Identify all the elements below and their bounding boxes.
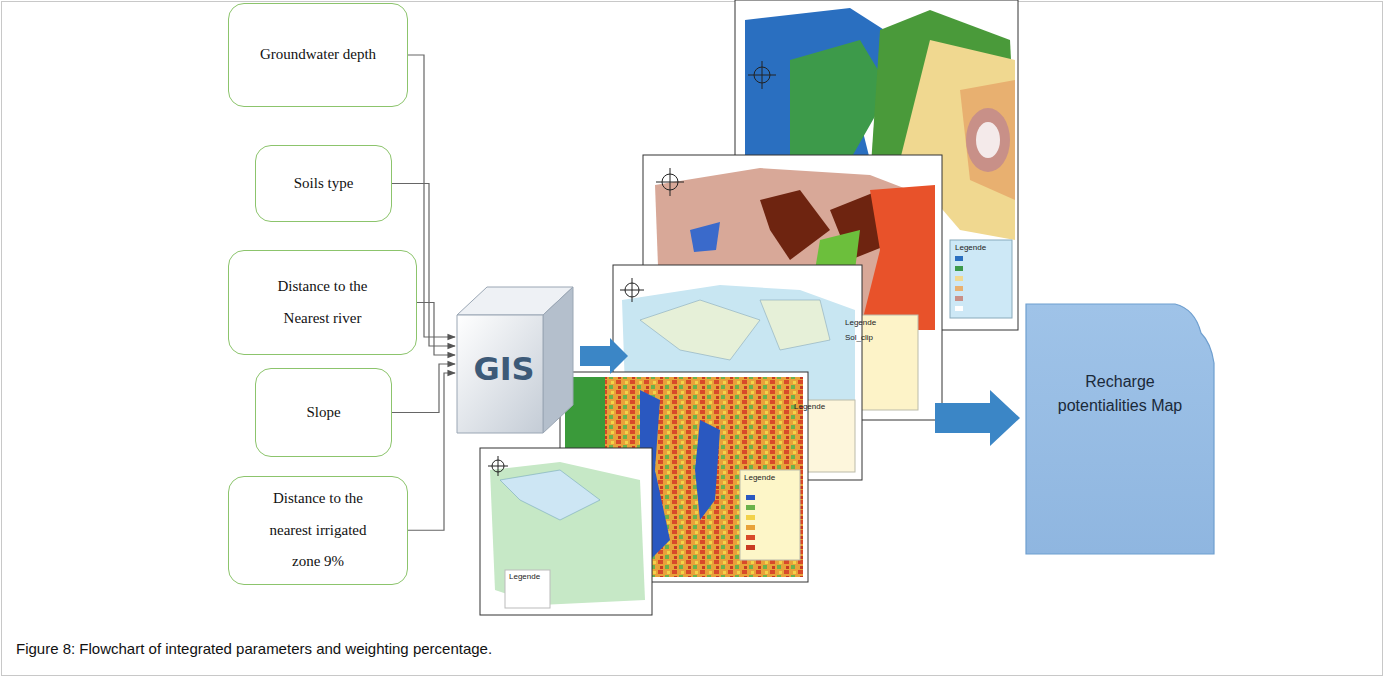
connector-arrow (417, 303, 455, 356)
parameter-label: Groundwater depth (260, 39, 376, 71)
parameter-label: Slope (306, 397, 340, 429)
output-document: Recharge potentialities Map (1025, 303, 1215, 555)
map-legend-title: Legende (509, 572, 540, 581)
parameter-label: Soils type (294, 168, 354, 200)
connector-arrow (408, 373, 455, 530)
map-legend-title: Legende (955, 243, 986, 252)
connector-arrow (392, 364, 455, 413)
parameter-label: Distance to the nearest irrigated zone 9… (259, 483, 377, 578)
parameter-box: Distance to the nearest irrigated zone 9… (228, 476, 408, 585)
parameter-box: Distance to the Nearest river (228, 250, 417, 355)
gis-cube: GIS (455, 285, 575, 435)
parameter-box: Slope (255, 368, 392, 457)
map-legend-title: Sol_clip (845, 333, 873, 342)
gis-label: GIS (473, 350, 534, 388)
map-legend-title: Legende (794, 402, 825, 411)
parameter-box: Groundwater depth (228, 3, 408, 107)
map-legend-title: Legende (744, 473, 775, 482)
parameter-box: Soils type (255, 145, 392, 222)
map-legend-title: Legende (845, 318, 876, 327)
figure-caption: Figure 8: Flowchart of integrated parame… (16, 640, 492, 657)
output-label: Recharge potentialities Map (1025, 370, 1215, 418)
parameter-label: Distance to the Nearest river (259, 271, 386, 334)
document-shape (1025, 303, 1215, 555)
